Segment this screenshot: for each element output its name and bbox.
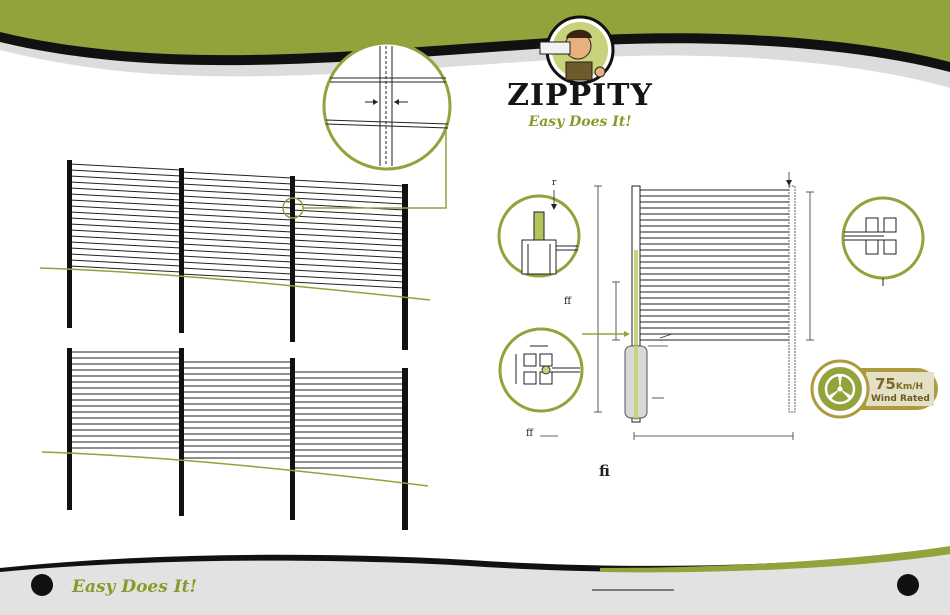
wind-rating-label: Wind Rated xyxy=(871,394,930,404)
wind-rating-unit: Km/H xyxy=(896,382,923,392)
detail-callout-post-section xyxy=(500,329,630,411)
fence-elevation-bottom xyxy=(42,348,428,530)
page-marker-left xyxy=(31,574,53,596)
fence-elevation-top xyxy=(40,160,430,350)
brand-tagline: Easy Does It! xyxy=(500,114,660,130)
wind-rating-number: 75Km/H xyxy=(875,375,923,393)
detail-callout-post-cap xyxy=(499,190,579,276)
mark-r: r xyxy=(552,178,556,188)
detail-callout-rail-connector xyxy=(843,198,923,286)
brand-block: ZIPPITY Easy Does It! xyxy=(500,80,660,130)
page-marker-right xyxy=(897,574,919,596)
fence-section-drawing xyxy=(540,172,814,440)
footer-tagline: Easy Does It! xyxy=(72,577,197,597)
mark-ff-lower: ff xyxy=(526,428,533,439)
mark-ff-upper: ff xyxy=(564,296,571,307)
mark-fi: ﬁ xyxy=(599,462,610,480)
brand-name: ZIPPITY xyxy=(500,80,660,112)
